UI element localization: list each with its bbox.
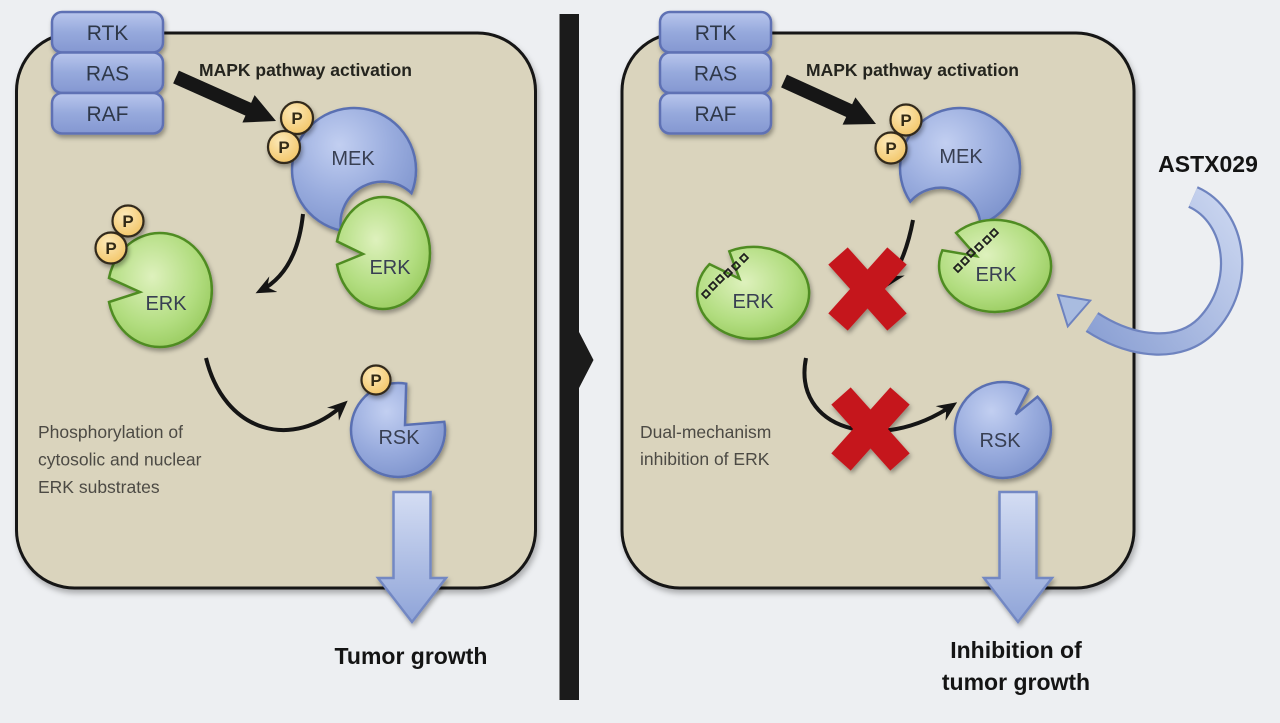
activation-arrow bbox=[173, 70, 276, 123]
right-outcome-line: tumor growth bbox=[942, 669, 1090, 695]
transition-divider bbox=[559, 14, 594, 700]
note-line: Dual-mechanism bbox=[640, 422, 771, 442]
divider-bar bbox=[559, 14, 579, 700]
activation-heading: MAPK pathway activation bbox=[806, 60, 1019, 80]
rtk-ras-raf-stack: RTK RAS RAF bbox=[658, 10, 773, 135]
right-panel: RTK RAS RAF MAPK pathway activation MEK … bbox=[620, 10, 1258, 695]
phosphate-label: P bbox=[900, 111, 911, 130]
outcome-arrow bbox=[981, 490, 1055, 625]
erk-label: ERK bbox=[732, 291, 774, 313]
phosphate-label: P bbox=[105, 239, 116, 258]
phosphate-label: P bbox=[291, 109, 302, 128]
right-note: Dual-mechanism inhibition of ERK bbox=[640, 422, 771, 469]
outcome-arrow bbox=[375, 490, 449, 625]
rsk-label: RSK bbox=[378, 427, 420, 449]
mek-label: MEK bbox=[331, 148, 375, 170]
drug-name-label: ASTX029 bbox=[1158, 151, 1258, 177]
raf-box bbox=[50, 91, 165, 135]
erk-free-label: ERK bbox=[145, 293, 187, 315]
ras-label: RAS bbox=[86, 63, 129, 86]
raf-box bbox=[658, 91, 773, 135]
rtk-label: RTK bbox=[695, 22, 737, 45]
erk-protein-inhibited-left bbox=[695, 245, 811, 341]
mek-phosphates: P P bbox=[874, 103, 923, 165]
activation-arrow bbox=[781, 74, 876, 125]
note-line: ERK substrates bbox=[38, 477, 160, 497]
phosphate-badge bbox=[94, 231, 128, 265]
signal-arrow-mek-to-erk bbox=[255, 213, 305, 294]
phosphate-label: P bbox=[885, 139, 896, 158]
inhibitor-molecule-icon bbox=[700, 252, 750, 300]
phosphate-label: P bbox=[278, 138, 289, 157]
rtk-ras-raf-stack: RTK RAS RAF bbox=[50, 10, 165, 135]
left-panel: RTK RAS RAF MAPK pathway activation MEK … bbox=[15, 10, 537, 669]
phosphate-label: P bbox=[370, 371, 381, 390]
note-line: cytosolic and nuclear bbox=[38, 450, 202, 470]
mek-label: MEK bbox=[939, 146, 983, 168]
erk-docked-label: ERK bbox=[369, 257, 411, 279]
left-outcome-label: Tumor growth bbox=[335, 643, 488, 669]
phosphate-badge bbox=[111, 204, 145, 238]
phosphate-badge bbox=[889, 103, 923, 137]
signal-arrow-erk-to-rsk bbox=[204, 357, 348, 432]
phosphate-badge bbox=[266, 129, 302, 165]
mek-protein bbox=[290, 106, 418, 233]
phosphate-label: P bbox=[122, 212, 133, 231]
astx029-arrowhead-icon bbox=[1056, 293, 1093, 329]
activation-arrowhead-icon bbox=[842, 97, 876, 125]
ras-label: RAS bbox=[694, 63, 737, 86]
phosphate-badge bbox=[360, 364, 392, 396]
left-note: Phosphorylation of cytosolic and nuclear… bbox=[38, 422, 202, 497]
rsk-phosphate: P bbox=[360, 364, 392, 396]
mek-phosphates: P P bbox=[266, 100, 315, 165]
note-line: inhibition of ERK bbox=[640, 449, 770, 469]
activation-heading: MAPK pathway activation bbox=[199, 60, 412, 80]
raf-label: RAF bbox=[87, 103, 129, 126]
note-line: Phosphorylation of bbox=[38, 422, 183, 442]
raf-label: RAF bbox=[695, 103, 737, 126]
activation-arrowhead-icon bbox=[242, 95, 276, 123]
signal-arrow-erk-to-rsk bbox=[802, 357, 958, 433]
erk-phosphates: P P bbox=[94, 204, 145, 265]
inhibitor-molecule-icon bbox=[952, 227, 1000, 274]
right-outcome-line: Inhibition of bbox=[950, 637, 1082, 663]
rsk-protein bbox=[953, 380, 1053, 480]
astx029-arrow-body bbox=[1086, 188, 1242, 354]
phosphate-badge bbox=[874, 131, 908, 165]
rtk-label: RTK bbox=[87, 22, 129, 45]
erk-protein-free bbox=[107, 231, 214, 349]
erk-protein-docked bbox=[335, 195, 432, 311]
phosphate-badge bbox=[279, 100, 315, 136]
inhibition-x-icon bbox=[828, 247, 907, 331]
rsk-label: RSK bbox=[979, 430, 1021, 452]
erk-label: ERK bbox=[975, 264, 1017, 286]
divider-arrow-icon bbox=[578, 330, 594, 390]
erk-protein-inhibited-right bbox=[937, 218, 1053, 314]
astx029-arrow bbox=[1056, 186, 1244, 356]
inhibition-x-icon bbox=[831, 387, 910, 471]
